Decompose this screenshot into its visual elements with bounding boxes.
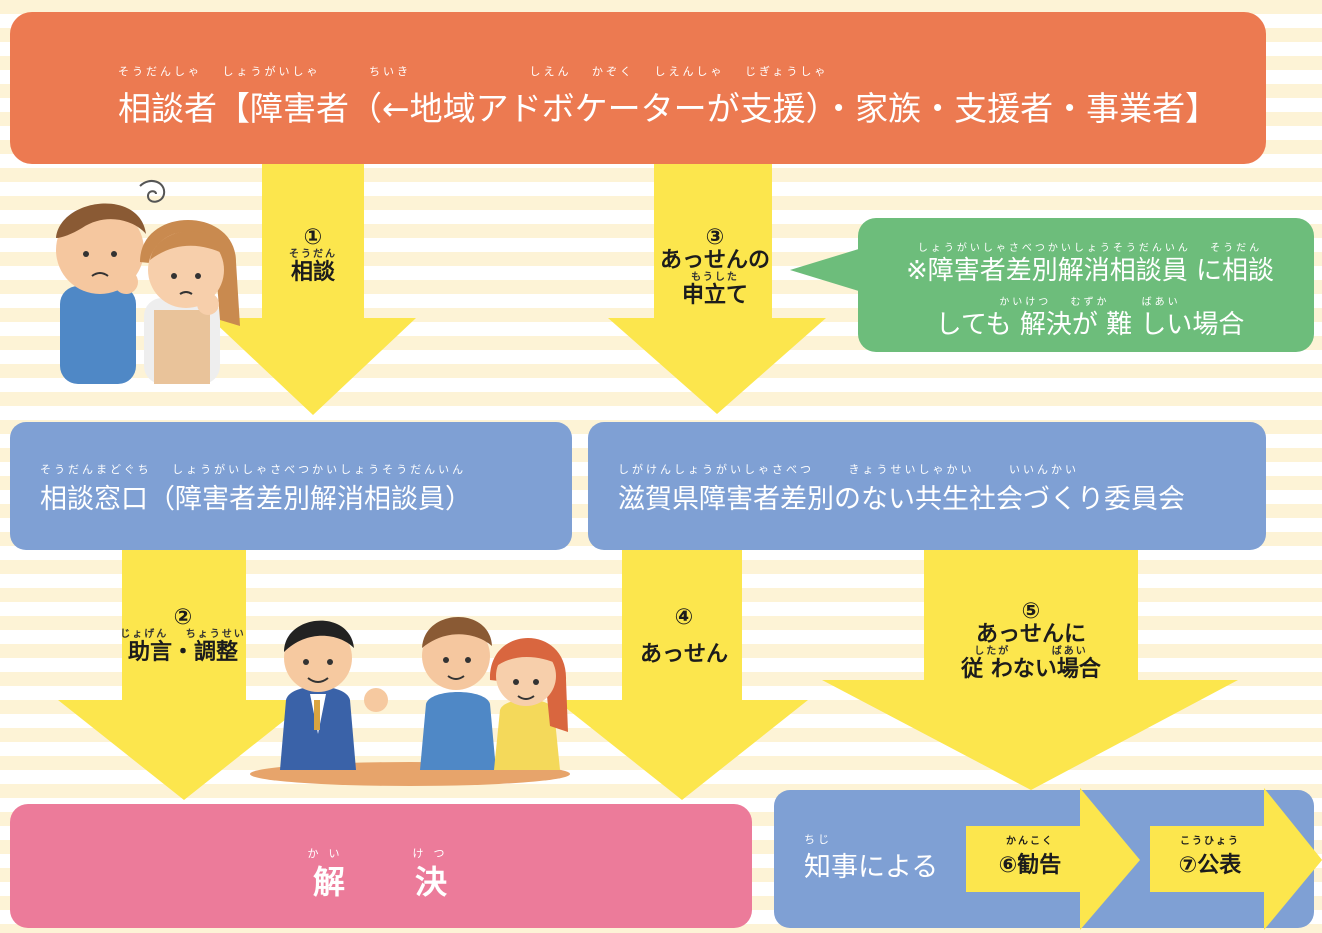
committee-box: しがけんしょうがいしゃさべつ きょうせいしゃかい いいんかい 滋賀県障害者差別の… <box>588 422 1266 550</box>
label-mediation-request: ③ あっせんの もうした 申立て <box>640 226 790 307</box>
consulter-title: 相談者【障害者（←地域アドボケーターが支援）・家族・支援者・事業者】 <box>118 89 1219 128</box>
step-recommendation-ruby: かんこく <box>1006 836 1054 847</box>
label-mediation-request-ruby: もうした <box>691 272 739 284</box>
note-line-1: ※障害者差別解消相談員 に相談 <box>905 256 1275 286</box>
label-mediation-request-line2: 申立て <box>681 283 748 309</box>
step-number-4: ④ <box>674 605 694 630</box>
arrow-consult <box>210 164 416 415</box>
committee-title: 滋賀県障害者差別のない共生社会づくり委員会 <box>618 484 1185 515</box>
note-ruby-2: かいけつ むずか ばあい <box>999 297 1181 308</box>
label-advice-ruby: じょげん ちょうせい <box>120 629 246 641</box>
label-mediation: ④ あっせん <box>624 606 744 666</box>
governor-title: 知事による <box>804 852 939 883</box>
step-number-5: ⑤ <box>1021 599 1041 624</box>
window-ruby: そうだんまどぐち しょうがいしゃさべつかいしょうそうだんいん <box>40 463 467 476</box>
label-consult: ① そうだん 相談 <box>263 226 363 284</box>
arrow-mediation <box>556 550 808 800</box>
label-mediation-request-line1: あっせんの <box>659 248 770 274</box>
label-consult-ruby: そうだん <box>289 249 337 261</box>
arrow-publication-front <box>1150 788 1322 930</box>
consulter-box: そうだんしゃ しょうがいしゃ ちいき しえん かぞく しえんしゃ じぎょうしゃ … <box>10 12 1266 164</box>
step-recommendation: かんこく ⑥勧告 <box>980 832 1080 879</box>
step-number-3: ③ <box>705 225 725 250</box>
step-publication: こうひょう ⑦公表 <box>1160 832 1260 879</box>
window-title: 相談窓口（障害者差別解消相談員） <box>40 484 472 515</box>
consulter-ruby: そうだんしゃ しょうがいしゃ ちいき しえん かぞく しえんしゃ じぎょうしゃ <box>118 65 829 78</box>
step-publication-label: ⑦公表 <box>1178 853 1242 878</box>
note-bubble: しょうがいしゃさべつかいしょうそうだんいん そうだん ※障害者差別解消相談員 に… <box>858 218 1314 352</box>
note-ruby-1: しょうがいしゃさべつかいしょうそうだんいん そうだん <box>917 243 1263 254</box>
label-consult-text: 相談 <box>290 260 335 286</box>
step-number-1: ① <box>303 225 323 250</box>
governor-ruby: ちじ <box>804 833 832 846</box>
arrow-advice <box>58 550 310 800</box>
speech-bubble-tail <box>790 248 862 292</box>
arrow-mediation-request <box>608 164 826 414</box>
resolution-title: 解 決 <box>312 863 449 901</box>
label-noncompliance-line2: 従 わない場合 <box>961 657 1101 683</box>
label-advice-text: 助言・調整 <box>127 640 238 666</box>
step-publication-ruby: こうひょう <box>1180 836 1240 847</box>
arrow-recommendation-front <box>966 788 1140 930</box>
label-noncompliance-ruby: したが ばあい <box>974 646 1088 658</box>
step-number-2: ② <box>173 605 193 630</box>
resolution-box: かい けつ 解 決 <box>10 804 752 928</box>
step-recommendation-label: ⑥勧告 <box>998 853 1062 878</box>
consultation-window-box: そうだんまどぐち しょうがいしゃさべつかいしょうそうだんいん 相談窓口（障害者差… <box>10 422 572 550</box>
label-mediation-text: あっせん <box>639 642 728 668</box>
label-noncompliance: ⑤ あっせんに したが ばあい 従 わない場合 <box>946 600 1116 681</box>
committee-ruby: しがけんしょうがいしゃさべつ きょうせいしゃかい いいんかい <box>618 463 1079 476</box>
label-noncompliance-line1: あっせんに <box>975 622 1086 648</box>
note-line-2: しても 解決が 難 しい場合 <box>935 310 1245 340</box>
resolution-ruby: かい けつ <box>307 847 455 860</box>
label-advice: ② じょげん ちょうせい 助言・調整 <box>108 606 258 664</box>
arrow-noncompliance <box>822 550 1238 790</box>
